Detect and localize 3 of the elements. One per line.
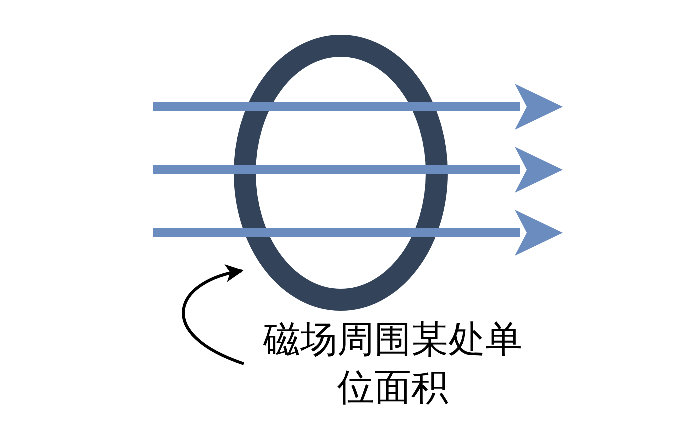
loop-ring — [234, 35, 448, 311]
area-label: 磁场周围某处单位面积 — [262, 317, 524, 411]
leader-arrow — [182, 266, 245, 366]
